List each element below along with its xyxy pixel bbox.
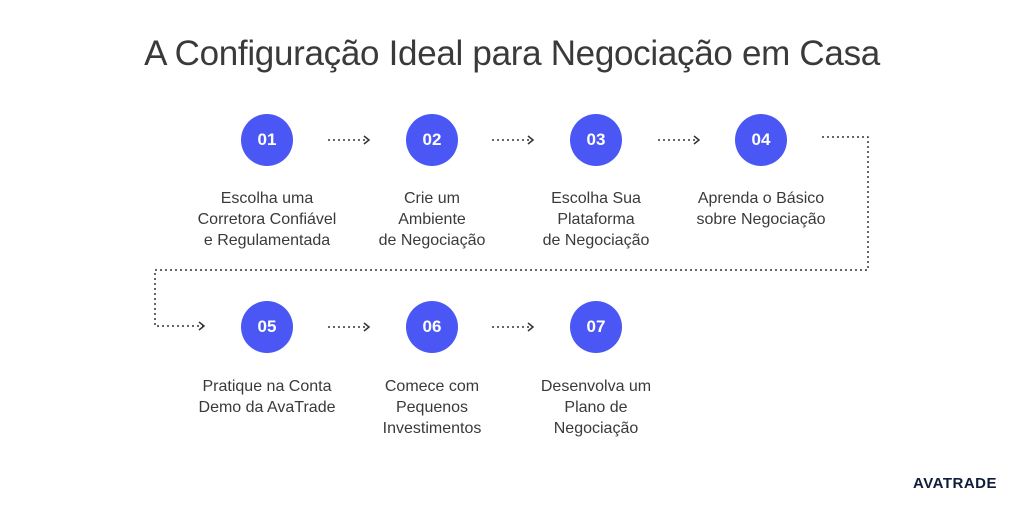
step-06-number: 06 [406, 301, 458, 353]
step-01-label: Escolha uma Corretora Confiável e Regula… [197, 190, 337, 249]
arrowhead-05 [198, 321, 206, 331]
step-04-label: Aprenda o Básico sobre Negociação [696, 190, 826, 228]
step-07-label: Desenvolva um Plano de Negociação [540, 378, 652, 437]
page-title: A Configuração Ideal para Negociação em … [144, 34, 880, 73]
arrowhead-04 [693, 135, 701, 145]
step-01-number: 01 [241, 114, 293, 166]
step-03-number: 03 [570, 114, 622, 166]
step-05-label: Pratique na Conta Demo da AvaTrade [198, 378, 336, 416]
step-06-label: Comece com Pequenos Investimentos [382, 378, 482, 437]
step-04-number: 04 [735, 114, 787, 166]
step-03-label: Escolha Sua Plataforma de Negociação [542, 190, 650, 249]
arrowhead-02 [363, 135, 371, 145]
connector-04-05 [154, 136, 869, 327]
step-05-number: 05 [241, 301, 293, 353]
avatrade-logo: AVATRADE [913, 475, 997, 492]
arrowhead-03 [527, 135, 535, 145]
step-07-number: 07 [570, 301, 622, 353]
arrowhead-06 [363, 322, 371, 332]
arrowhead-07 [527, 322, 535, 332]
step-02-number: 02 [406, 114, 458, 166]
step-02-label: Crie um Ambiente de Negociação [378, 190, 486, 249]
